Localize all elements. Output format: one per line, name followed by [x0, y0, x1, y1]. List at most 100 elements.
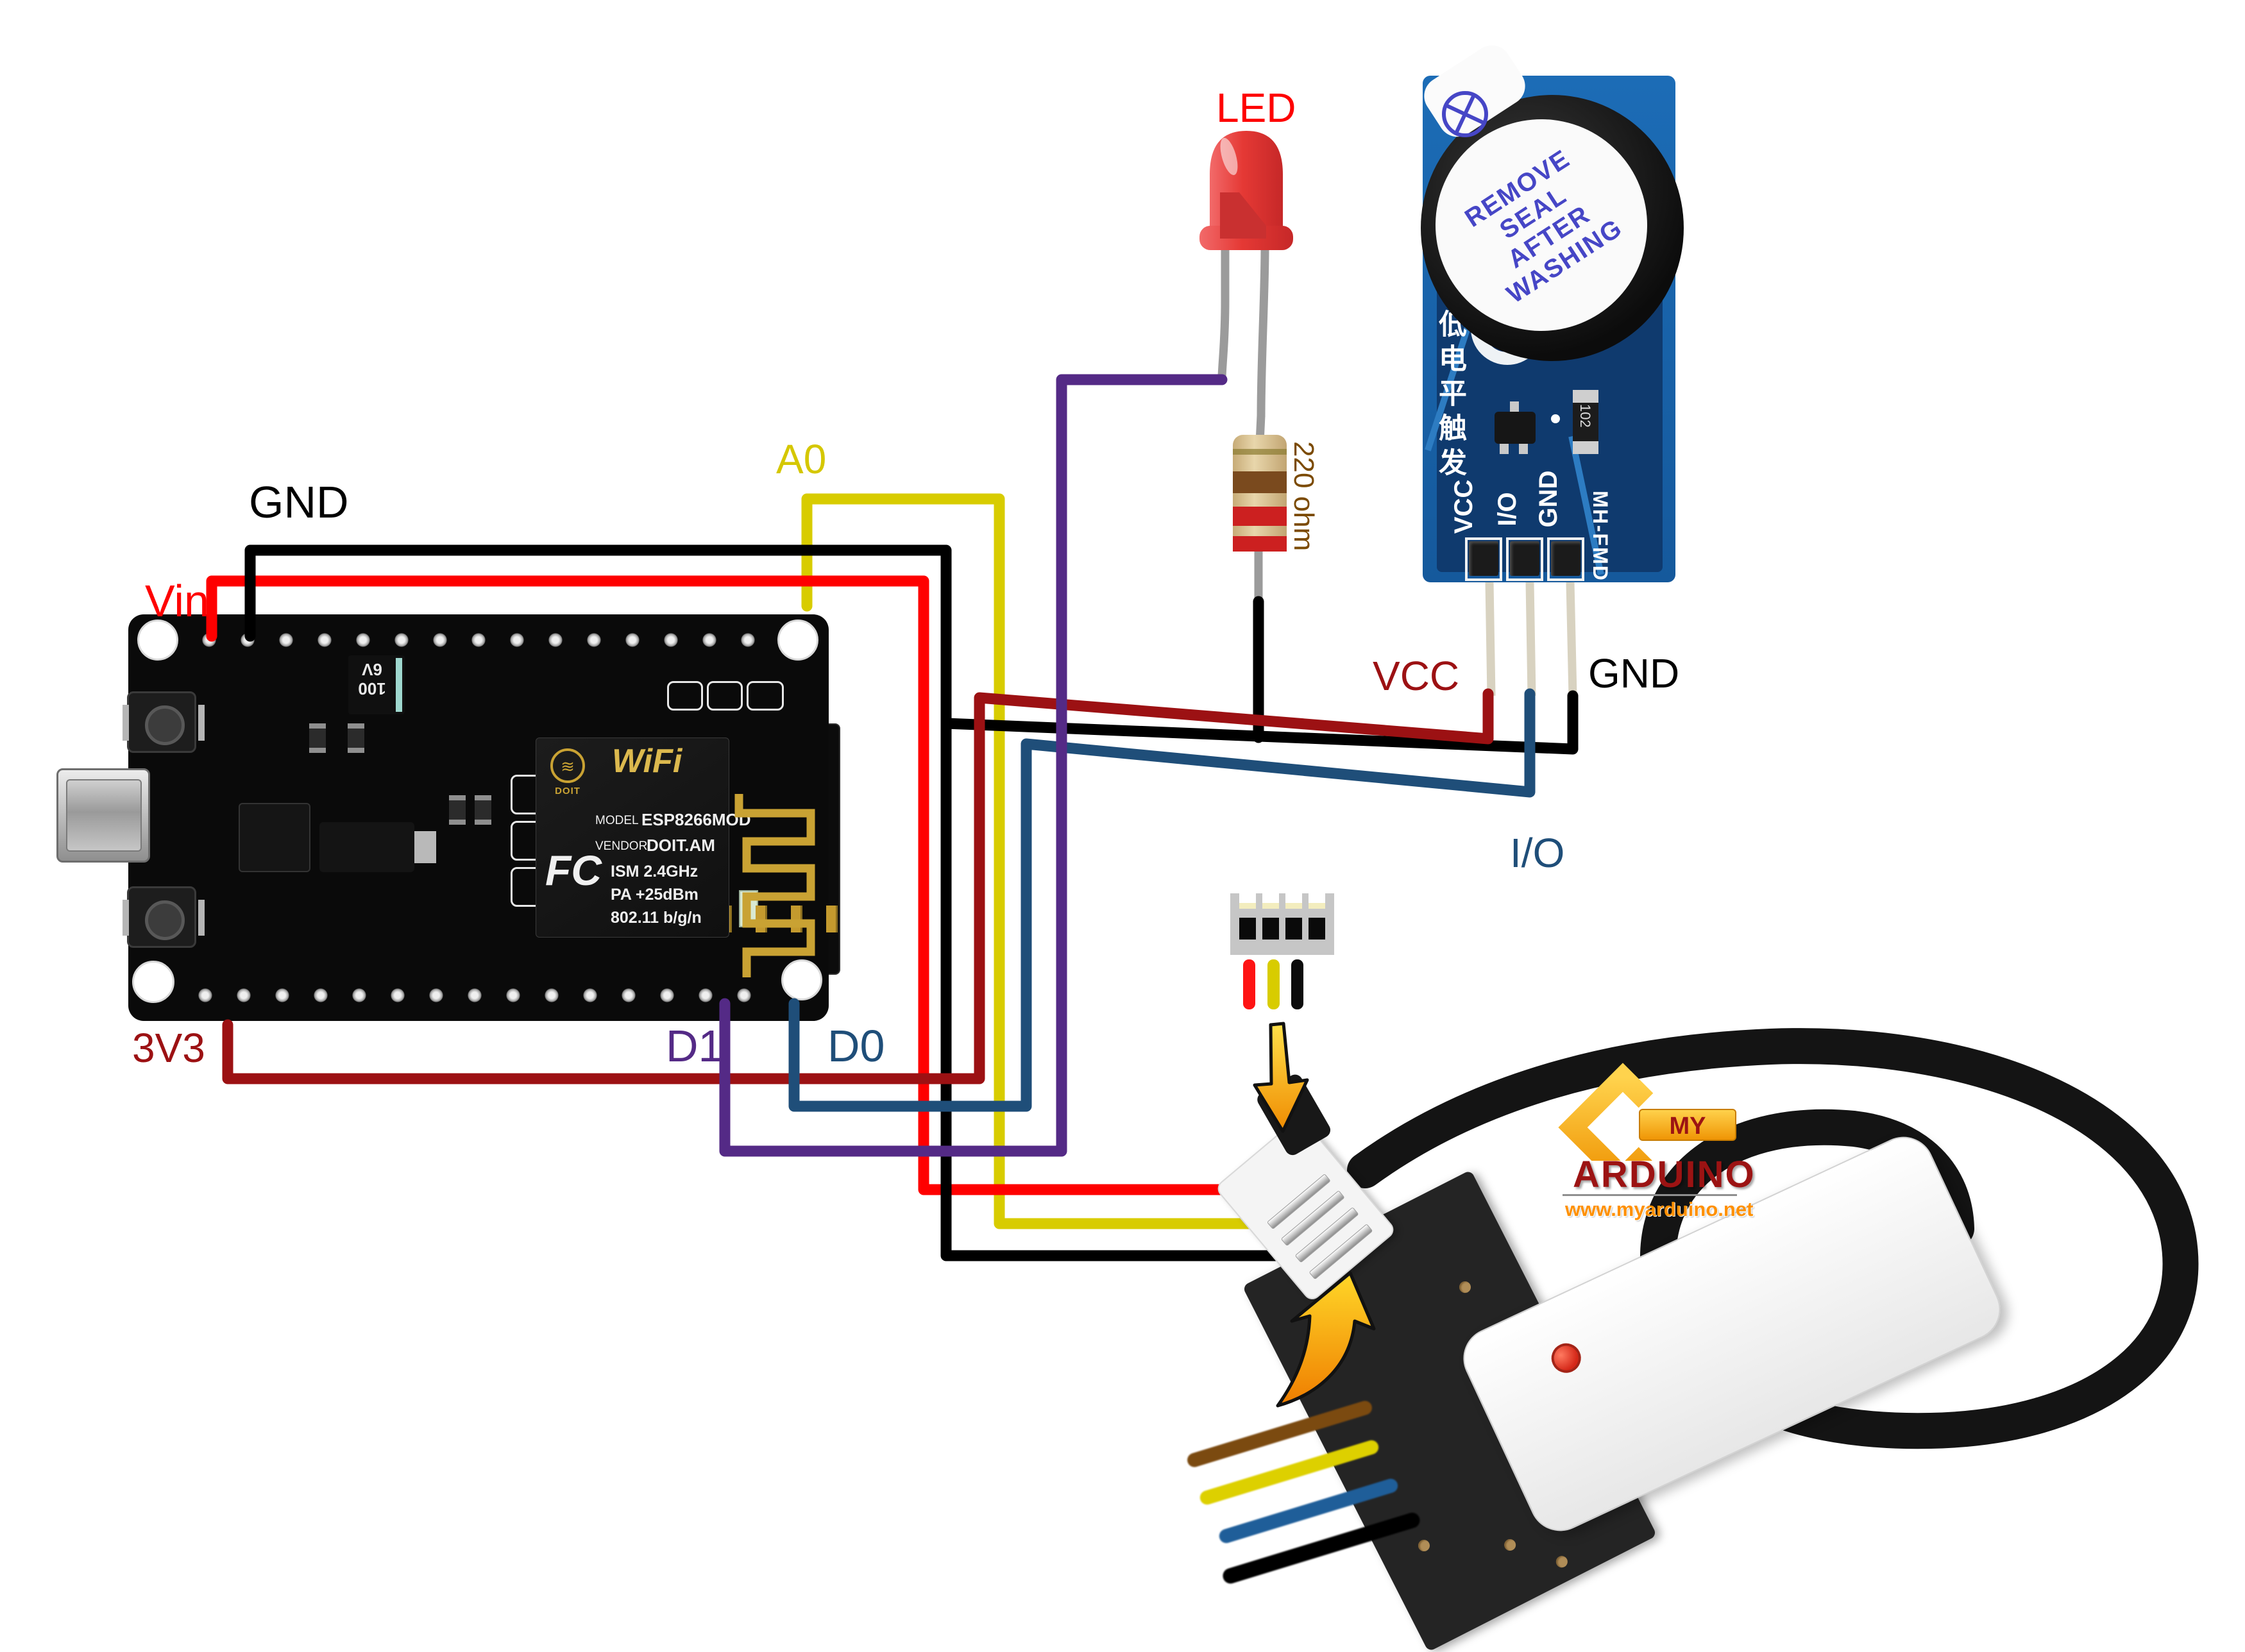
silkscreen-box: [707, 681, 743, 711]
label-d1: D1: [666, 1021, 724, 1071]
connector-stub-black: [1291, 959, 1303, 1009]
fcc-mark: FC: [545, 847, 602, 894]
regulator-tab: [414, 831, 436, 863]
pin-silk-box: [1465, 537, 1502, 581]
wire-3v3-maroon: [222, 688, 1494, 1084]
silkscreen-box: [747, 681, 784, 711]
usb-uart-chip: [239, 803, 310, 872]
label-d0: D0: [827, 1021, 885, 1071]
logo-diamond-icon: [1558, 1063, 1654, 1161]
resistor-band-gold: [1233, 449, 1287, 455]
mount-hole-top-right: [777, 620, 818, 661]
label-io: I/O: [1510, 830, 1565, 876]
label-led: LED: [1216, 85, 1296, 131]
model-label: MODEL: [595, 814, 639, 827]
voltage-regulator: [319, 822, 414, 872]
top-pin-header: [190, 626, 767, 654]
connector-stub-yellow: [1267, 959, 1280, 1009]
label-gnd-left: GND: [249, 477, 349, 527]
smd-component: [309, 723, 326, 753]
pin-silk-box: [1547, 537, 1584, 581]
logo-my-text: MY: [1670, 1113, 1706, 1140]
connector-hole: [1262, 918, 1279, 940]
connector-pad: [1262, 903, 1279, 909]
logo-arduino-text: ARDUINO: [1573, 1154, 1756, 1195]
connector-pad: [1309, 903, 1325, 909]
arrow-overlay: [1253, 1022, 1376, 1408]
myarduino-logo: MY: [1558, 1063, 1736, 1161]
wire-d1-purple: [719, 374, 1228, 1157]
led-leg-left: [1217, 248, 1230, 378]
label-220ohm: 220 ohm: [1288, 441, 1319, 552]
jumper-wires: [206, 374, 1579, 1261]
connector-notch: [1309, 893, 1325, 903]
pcb-via: [1551, 414, 1560, 423]
down-arrow-icon: [1253, 1022, 1309, 1133]
logo-url-text: www.myarduino.net: [1565, 1198, 1754, 1220]
smd-component: [475, 795, 491, 825]
connector-notch: [1262, 893, 1279, 903]
connector-hole: [1309, 918, 1325, 940]
wire-a0-yellow: [801, 493, 1275, 1229]
buzzer-pin-gnd: [1566, 582, 1577, 696]
rst-button: [123, 691, 196, 753]
led-highlight: [1220, 138, 1238, 175]
ism-text: ISM 2.4GHz: [611, 863, 699, 881]
smd-resistor-102: 102: [1573, 390, 1598, 454]
esp-module-shield: ≋ DOIT WiFi MODEL ESP8266MOD VENDOR DOIT…: [536, 738, 751, 938]
label-vcc: VCC: [1373, 653, 1460, 699]
logo-divider: [1563, 1194, 1737, 1196]
chinese-silkscreen-label: 低电平触发: [1434, 309, 1466, 482]
pcb-antenna: [734, 794, 815, 977]
silkscreen-box: [667, 681, 703, 711]
wifi-logo-text: WiFi: [612, 743, 682, 780]
wlan-std-text: 802.11 b/g/n: [611, 909, 702, 927]
wiring-graphics: [206, 131, 2199, 1449]
pin-silk-box: [1506, 537, 1543, 581]
label-3v3: 3V3: [132, 1025, 205, 1071]
pa-text: PA +25dBm: [611, 886, 699, 904]
label-gnd-right: GND: [1588, 650, 1680, 696]
mount-hole-top-left: [137, 620, 178, 661]
connector-notch: [1239, 893, 1256, 903]
logo-bar: [1639, 1109, 1736, 1141]
capacitor-stripe: [396, 658, 402, 712]
sensor-cable: [1347, 1028, 2199, 1449]
mount-hole-bottom-right: [781, 959, 822, 1000]
transistor: [1495, 401, 1536, 454]
micro-usb-port: [56, 768, 150, 863]
connector-hole: [1285, 918, 1302, 940]
connector-notch: [1285, 893, 1302, 903]
doit-logo-icon: ≋: [550, 748, 585, 783]
resistor-band-brown: [1233, 471, 1287, 493]
connector-hole: [1239, 918, 1256, 940]
vendor-value: DOIT.AM: [647, 836, 715, 855]
wire-d0-blue: [788, 688, 1536, 1112]
buzzer-pin-io: [1525, 582, 1536, 696]
doit-logo-text: DOIT: [555, 786, 580, 796]
label-vin: Vin: [145, 576, 209, 626]
pin-header-block: [1551, 541, 1580, 576]
smd-resistor-value: 102: [1577, 404, 1593, 428]
smd-component: [449, 795, 466, 825]
flash-button: [123, 886, 196, 948]
wire-vin-red: [206, 575, 1275, 1195]
wire-gnd-black-main: [244, 544, 1281, 1261]
pin-header-block: [1469, 541, 1498, 576]
connector-pad: [1239, 903, 1256, 909]
model-value: ESP8266MOD: [641, 810, 751, 829]
seal-cross-icon: [1442, 91, 1488, 137]
connector-stub-red: [1243, 959, 1255, 1009]
led-leg-right: [1257, 247, 1269, 417]
label-a0: A0: [776, 436, 827, 482]
bottom-pin-header: [186, 981, 763, 1009]
sensor-connector-diagram: [1230, 893, 1334, 955]
mount-hole-bottom-left: [132, 961, 174, 1003]
buzzer-pin-vcc: [1485, 582, 1496, 696]
wire-gnd-black-buzzer: [940, 690, 1579, 755]
curved-arrow-icon: [1276, 1271, 1376, 1408]
connector-pad: [1285, 903, 1302, 909]
resistor-band-red2: [1233, 536, 1287, 552]
led-inner-chip: [1220, 192, 1266, 239]
